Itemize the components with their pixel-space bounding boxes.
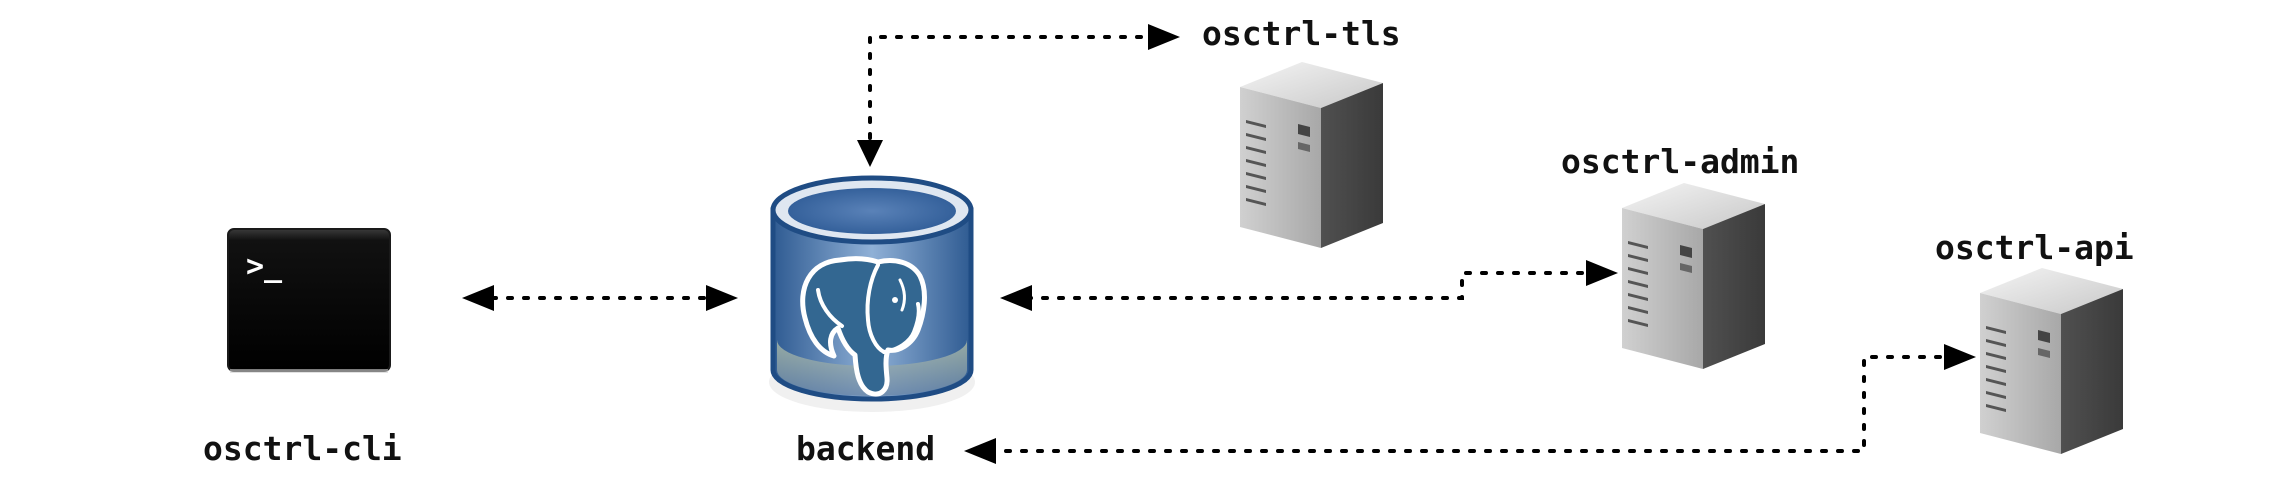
osctrl-cli-label: osctrl-cli: [203, 429, 402, 468]
server-icon-api: [1980, 268, 2123, 454]
arrowhead-left-backend-admin: [1000, 285, 1032, 311]
elephant-logo-icon: [800, 256, 927, 397]
server-icon-tls: [1240, 62, 1383, 248]
terminal-prompt: >_: [246, 249, 283, 284]
osctrl-tls-label: osctrl-tls: [1202, 14, 1401, 53]
arrowhead-right-admin: [1586, 260, 1618, 286]
arrowhead-right-tls: [1148, 24, 1180, 50]
osctrl-api-label: osctrl-api: [1935, 228, 2134, 267]
arrowhead-right-api: [1944, 344, 1976, 370]
connector-backend-tls: [868, 35, 1160, 140]
server-icon-admin: [1622, 183, 1765, 369]
backend-label: backend: [796, 429, 936, 468]
arrowhead-right-backend: [706, 285, 738, 311]
arrowhead-left-cli: [462, 285, 494, 311]
arrowhead-left-backend-api: [964, 438, 996, 464]
terminal-icon: >_: [227, 228, 391, 373]
osctrl-admin-label: osctrl-admin: [1561, 142, 1800, 181]
postgresql-database-icon: [769, 175, 975, 412]
connector-backend-admin: [1025, 271, 1586, 300]
connector-backend-api: [988, 355, 1948, 453]
arrowhead-down-backend: [857, 140, 883, 167]
